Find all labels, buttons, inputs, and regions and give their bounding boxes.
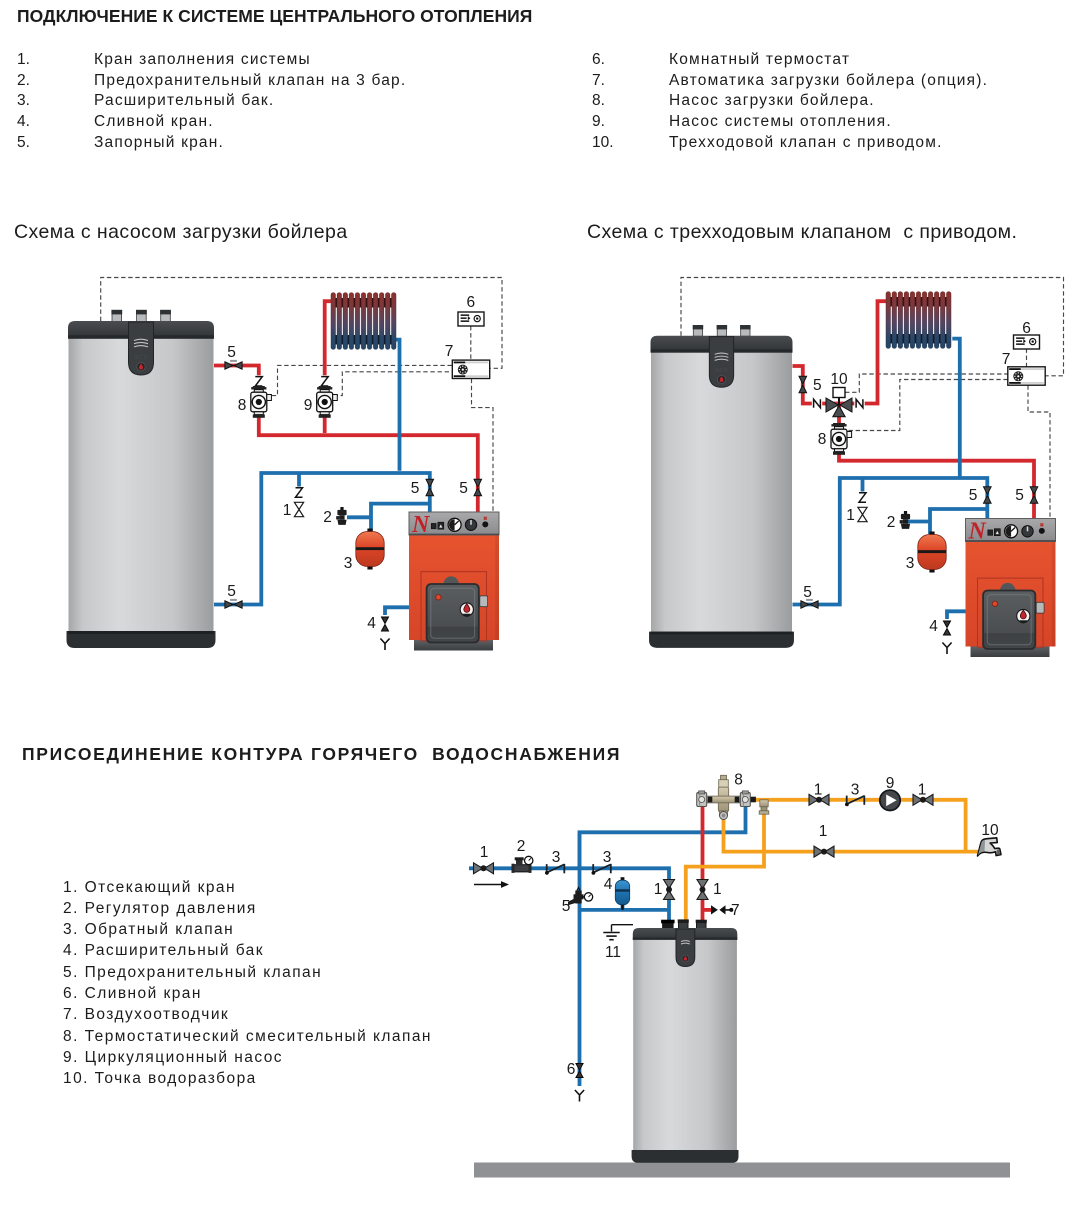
- svg-text:5: 5: [969, 487, 978, 504]
- svg-text:5: 5: [227, 583, 236, 600]
- svg-text:4: 4: [604, 876, 613, 893]
- svg-text:1: 1: [480, 844, 489, 861]
- svg-text:8: 8: [238, 397, 247, 414]
- svg-text:6: 6: [567, 1061, 576, 1078]
- svg-text:5: 5: [803, 584, 812, 601]
- svg-text:1: 1: [918, 782, 927, 799]
- svg-text:5: 5: [459, 480, 468, 497]
- svg-text:10: 10: [981, 822, 999, 839]
- svg-text:3: 3: [552, 849, 561, 866]
- svg-text:1: 1: [819, 823, 828, 840]
- svg-text:8: 8: [734, 772, 743, 789]
- svg-text:9: 9: [886, 775, 895, 792]
- svg-text:10: 10: [830, 371, 848, 388]
- svg-text:5: 5: [562, 898, 571, 915]
- svg-text:5: 5: [227, 344, 236, 361]
- svg-text:3: 3: [851, 782, 860, 799]
- svg-text:1: 1: [846, 507, 855, 524]
- svg-text:7: 7: [731, 902, 740, 919]
- svg-text:8: 8: [818, 431, 827, 448]
- svg-text:5: 5: [813, 377, 822, 394]
- svg-text:5: 5: [411, 480, 420, 497]
- svg-text:1: 1: [654, 881, 663, 898]
- svg-text:3: 3: [344, 555, 353, 572]
- svg-text:1: 1: [713, 881, 722, 898]
- svg-text:7: 7: [1002, 351, 1011, 368]
- svg-text:2: 2: [323, 509, 332, 526]
- svg-text:1: 1: [283, 502, 292, 519]
- svg-text:1: 1: [814, 782, 823, 799]
- svg-text:7: 7: [445, 343, 454, 360]
- svg-text:6: 6: [466, 294, 475, 311]
- svg-text:5: 5: [1015, 487, 1024, 504]
- svg-text:11: 11: [605, 944, 621, 961]
- svg-text:2: 2: [517, 838, 526, 855]
- svg-text:4: 4: [367, 615, 376, 632]
- svg-text:9: 9: [304, 397, 313, 414]
- svg-text:3: 3: [906, 555, 915, 572]
- svg-text:3: 3: [603, 849, 612, 866]
- svg-text:4: 4: [929, 618, 938, 635]
- svg-text:6: 6: [1022, 320, 1031, 337]
- svg-text:2: 2: [887, 514, 896, 531]
